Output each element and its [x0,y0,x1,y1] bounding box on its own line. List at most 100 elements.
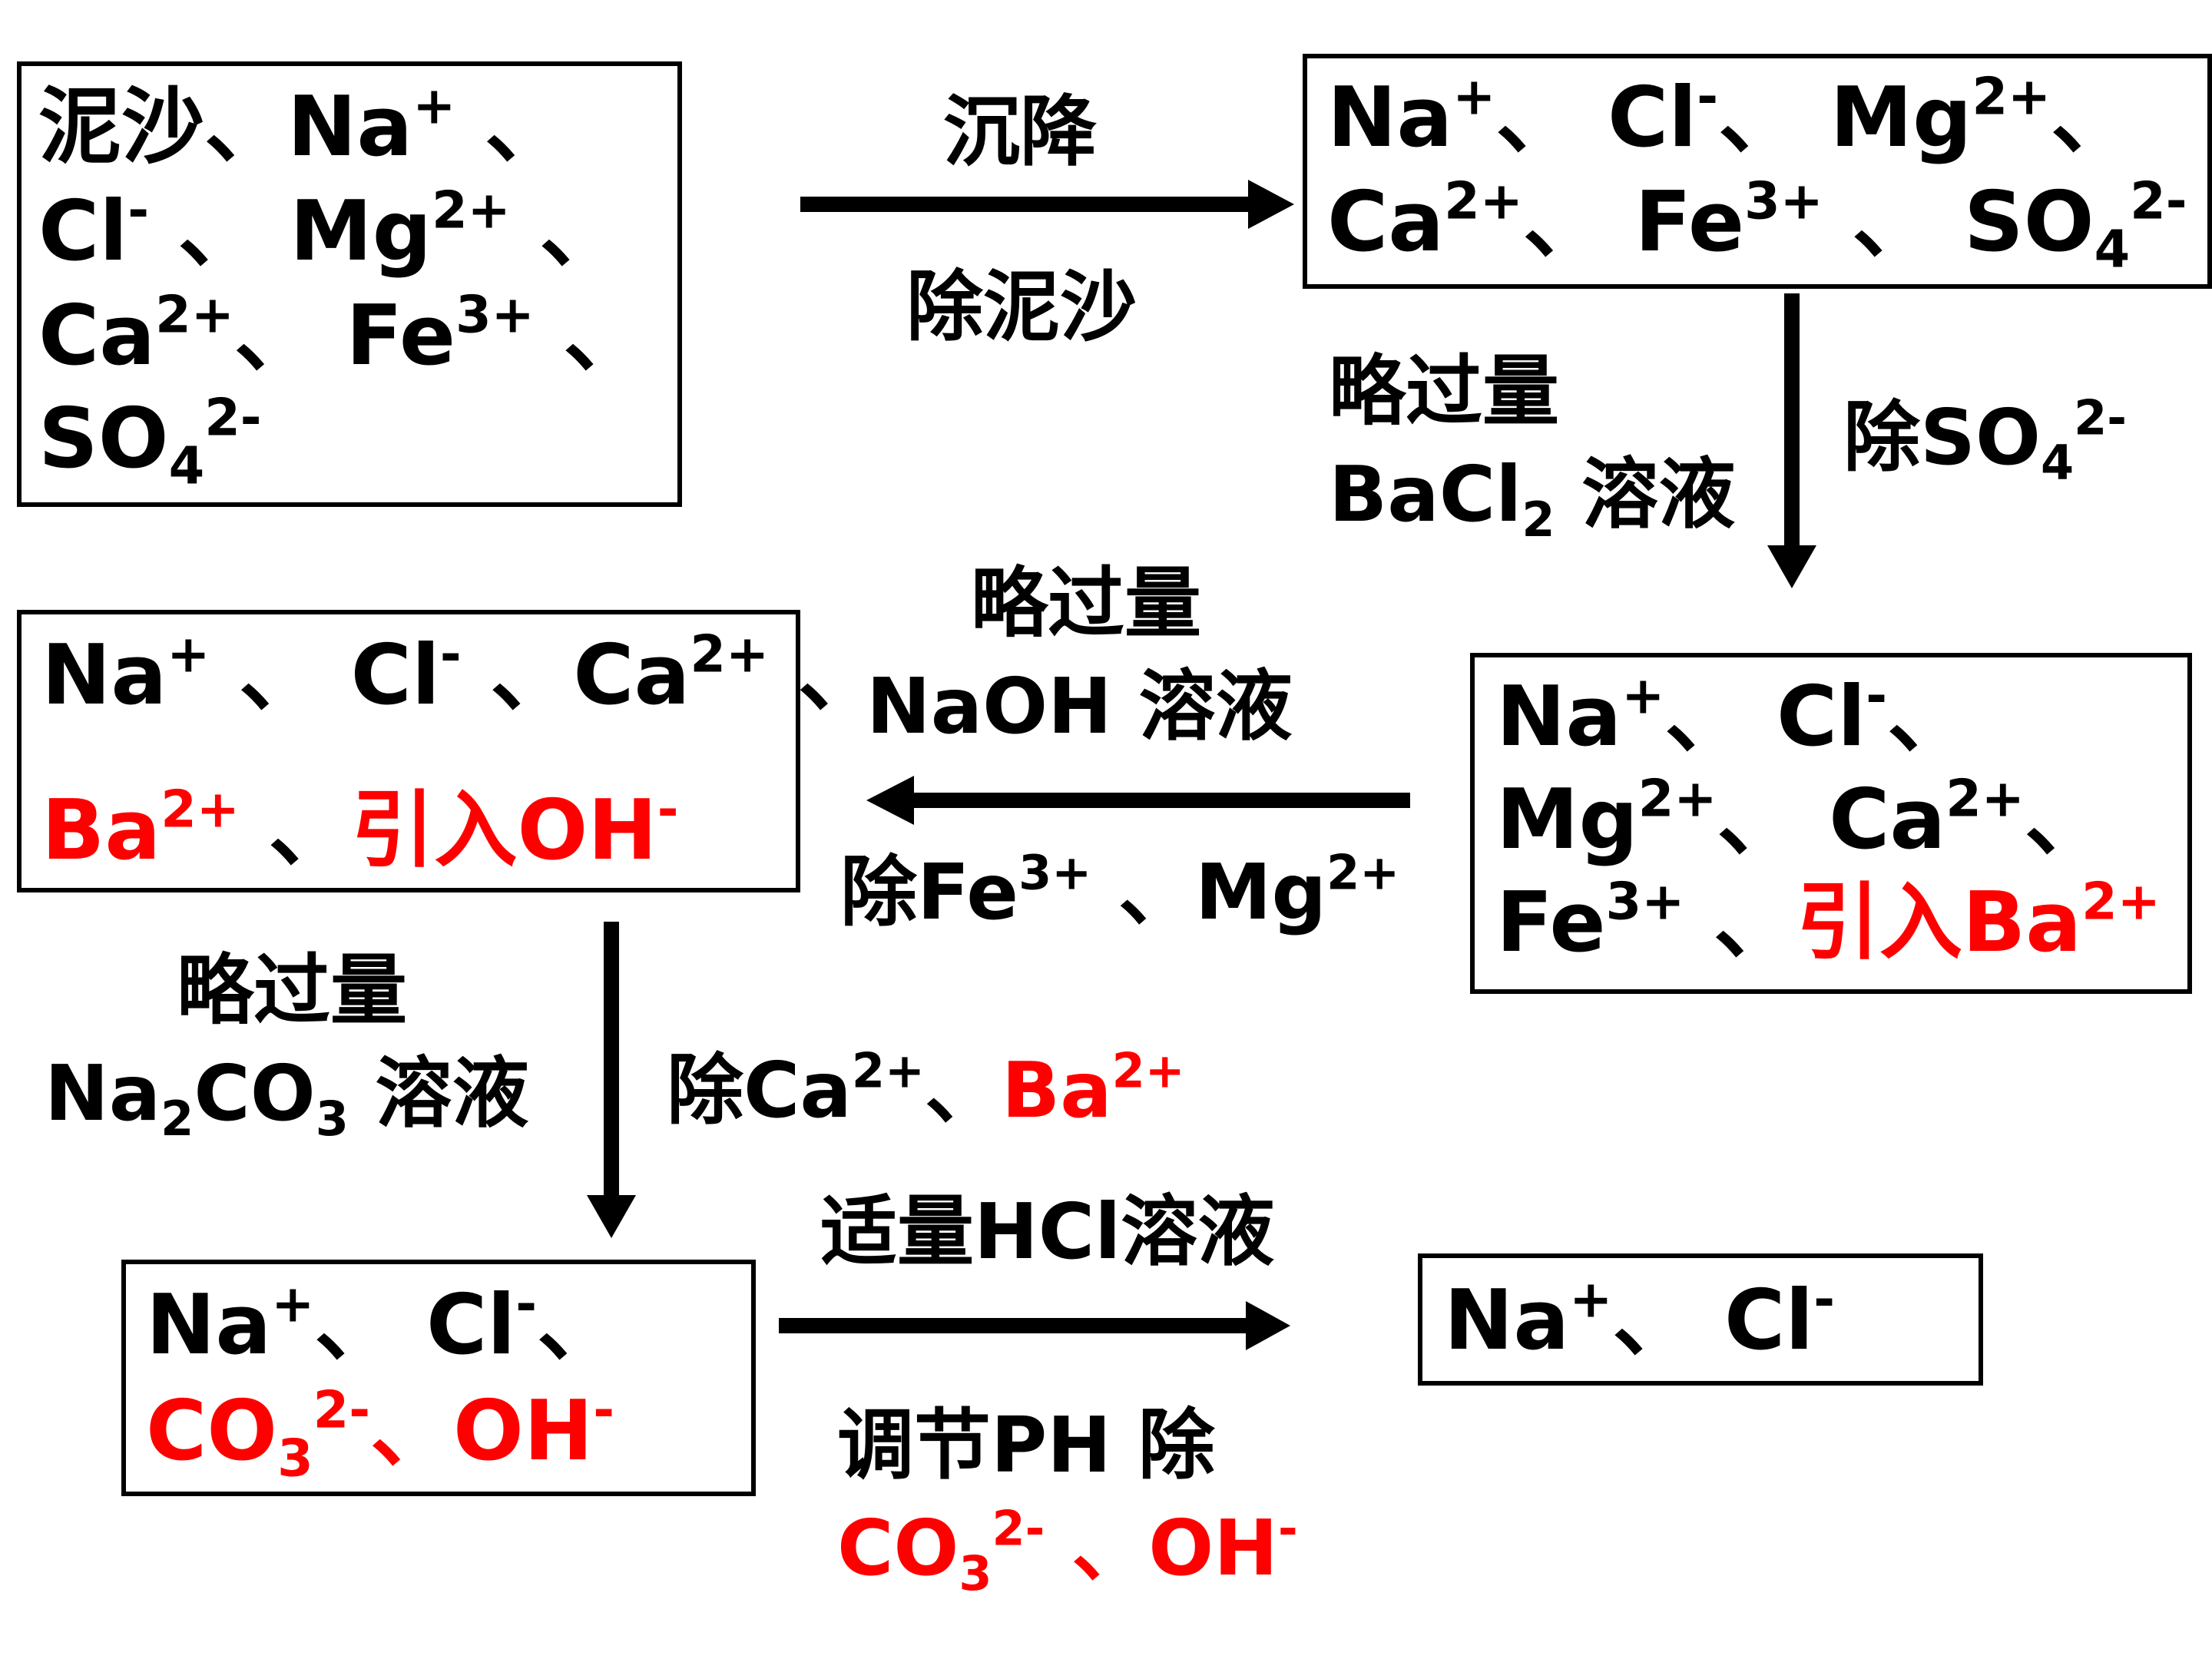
box4-line1-text: Na [41,628,167,724]
step4-right-label: 除Ca2+、Ba2+ [667,1047,1185,1129]
box2-line2-sup2: 3+ [1744,171,1823,231]
step4-left-label1: 略过量 [177,945,407,1035]
box5-line1-sup1: + [271,1273,315,1334]
box5-line1: Na+、 Cl-、 [146,1278,620,1367]
box4-line2: Ba2+ 、引入OH- [41,783,679,873]
box4-introduced-ion: 引入OH [351,783,657,879]
step5-remove-ion2: 、OH [1045,1503,1278,1593]
arrow-na2co3 [587,922,636,1238]
step4-remove-text: 除Ca [667,1045,852,1135]
box1-line3-sep: 、 [534,288,647,384]
box2-line2-sub: 4 [2094,219,2131,280]
step3-top-label2: NaOH 溶液 [866,661,1293,751]
box3-introduced-ion-sup: 2+ [2081,871,2161,932]
box1-line3: Ca2+、 Fe3+ 、 [38,289,646,378]
box5-line1-text: Na [146,1277,272,1373]
box6-text: Na [1444,1273,1570,1369]
step3-remove-text: 除Fe [840,847,1019,937]
box5-residual-ion1-sup: 2- [313,1379,371,1440]
box4-line1-sep: 、 [769,628,881,724]
step5-remove-ion2-sup: - [1277,1500,1298,1557]
step5-bottom-label1: 调节PH 除 [837,1400,1215,1490]
step4-reagent: Na [45,1048,161,1138]
box1-line1-sep: 、 [455,79,568,175]
box4-line1: Na+ 、 Cl- 、Ca2+ 、 [41,628,881,717]
box3-line3: Fe3+ 、引入Ba2+ [1496,876,2161,965]
box2-line1-text: Na [1327,70,1453,166]
arrow-settle [800,180,1294,229]
box3-line1-sep: 、 [1887,669,1971,765]
step3-top-label1: 略过量 [971,558,1201,648]
box3-line1-text: Na [1496,669,1622,765]
arrow-bacl2 [1767,293,1816,588]
box1-line4-sub: 4 [168,435,205,496]
step3-remove-text2: 、Mg [1091,847,1327,937]
step4-reagent-suffix: 溶液 [348,1048,529,1138]
box2-line1-text3: 、 Mg [1718,70,1972,166]
step4-remove-red: Ba [1001,1045,1112,1135]
box3-line2-sup1: 2+ [1637,768,1717,829]
step4-remove-red-sup: 2+ [1111,1042,1185,1099]
step5-bottom-label2: CO32- 、OH- [837,1505,1298,1597]
box4-line1-sup3: 2+ [690,624,770,684]
box4-introduced-ion-sup: - [657,779,679,839]
step3-remove-sup1: 3+ [1018,844,1092,901]
step5-remove-ion1-sub: 3 [959,1545,992,1601]
box3-line2-sup2: 2+ [1945,768,2025,829]
box2-line1-sup1: + [1452,66,1496,127]
step3-remove-sup2: 2+ [1326,844,1400,901]
box3-line2-text: Mg [1496,772,1638,868]
box3-line1: Na+、 Cl-、 [1496,670,1970,759]
step4-remove-sup1: 2+ [851,1042,925,1099]
box3-line2: Mg2+、 Ca2+、 [1496,773,2108,862]
step5-top-label: 适量HCl溶液 [820,1187,1275,1277]
arrow-naoh [866,776,1410,825]
box1-line2-sup2: 2+ [432,180,511,240]
box3-introduced-ion: 引入Ba [1796,875,2082,971]
step2-left-label2: BaCl2 溶液 [1329,456,1735,544]
step2-left-label1: 略过量 [1329,346,1559,436]
box5-residual-ion1: CO [146,1383,278,1479]
box2-line2-text3: 、 SO [1823,174,2094,270]
step2-remove-text: 除SO [1843,392,2041,482]
box1-line2-text2: 、 Mg [149,184,432,280]
box1-line2: Cl- 、 Mg2+ 、 [38,184,622,273]
box-after-naoh [17,610,800,892]
box4-residual-ion: Ba [41,783,161,879]
box-after-settle [1303,54,2212,289]
box3-line3-sep: 、 [1684,875,1796,971]
box5-residual-ion1-sub: 3 [277,1428,313,1488]
box6-line1: Na+、 Cl- [1444,1273,1835,1363]
box3-line1-sup1: + [1621,665,1665,726]
box2-line1-sep: 、 [2051,70,2134,166]
box3-line1-text2: 、 Cl [1664,669,1866,765]
box4-residual-ion-sup: 2+ [161,779,240,839]
box2-line2-sup3: 2- [2130,171,2187,231]
box1-line1-sup: + [412,75,456,136]
box2-line2-text: Ca [1327,174,1445,270]
box1-line3-text: Ca [38,288,156,384]
box-after-bacl2 [1470,653,2192,994]
box2-line1-text2: 、 Cl [1495,70,1697,166]
box1-line2-text: Cl [38,184,128,280]
box4-line1-text3: 、Ca [461,628,690,724]
box5-residual-ion2: 、OH [370,1383,594,1479]
box3-line3-sup1: 3+ [1605,871,1685,932]
box5-line1-text2: 、 Cl [314,1277,516,1373]
box6-sup1: + [1569,1269,1613,1330]
box3-line3-text: Fe [1496,875,1606,971]
step4-reagent-sub2: 3 [315,1090,349,1147]
step1-bottom-label: 除泥沙 [906,262,1137,352]
box-after-na2co3 [121,1260,756,1496]
step5-remove-ion1: CO [837,1503,959,1593]
box5-line1-sup2: - [515,1273,538,1334]
box-final-product [1418,1253,1983,1386]
box4-line1-sup1: + [167,624,210,684]
step3-bottom-label: 除Fe3+ 、Mg2+ [840,849,1399,931]
step4-left-label2: Na2CO3 溶液 [45,1055,529,1143]
box-crude-salt [17,61,682,507]
box2-line2-sup1: 2+ [1444,171,1523,231]
box1-line2-sup1: - [127,180,150,240]
arrow-hcl [779,1301,1290,1350]
